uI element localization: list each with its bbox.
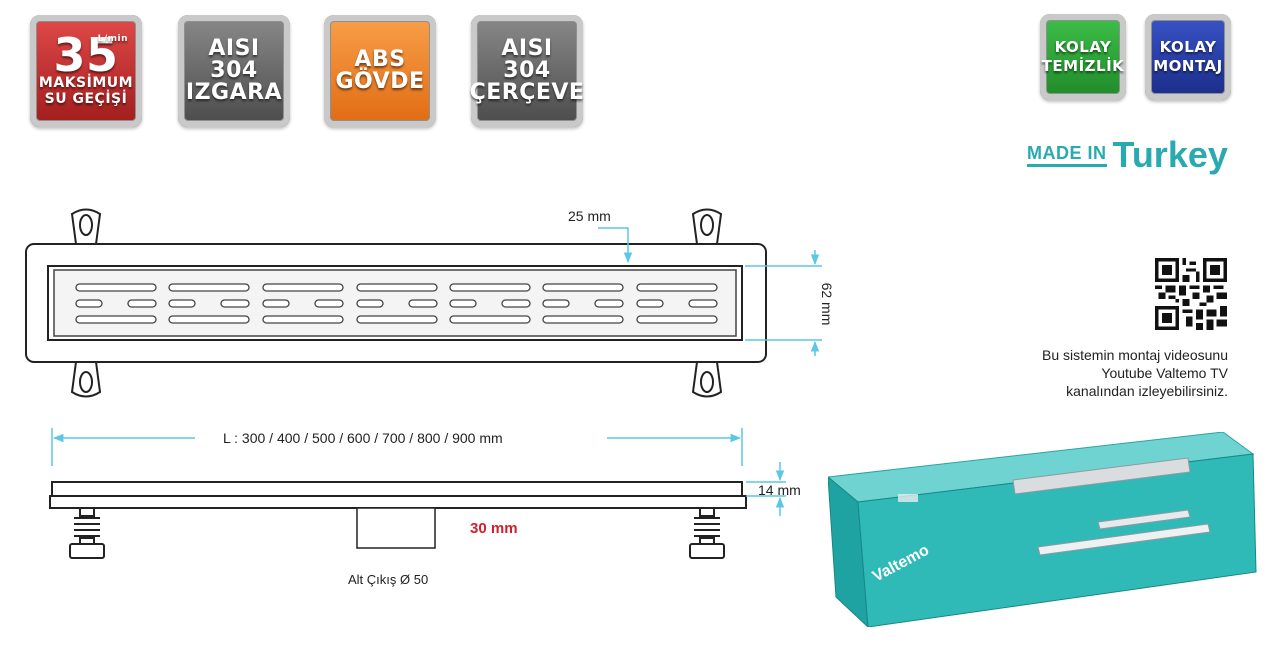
dim-14mm-label: 14 mm	[758, 482, 801, 498]
drain-top-view	[25, 243, 767, 363]
mounting-tab-bottom-right	[691, 361, 723, 398]
dim-14mm	[746, 462, 786, 516]
product-package: Valtemo	[828, 432, 1257, 627]
body-line2: GÖVDE	[335, 69, 425, 94]
max-flow-badge: 35 L/min MAKSİMUM SU GEÇİŞİ	[30, 15, 142, 127]
mounting-tab-bottom-left	[70, 361, 102, 398]
height-adjust-foot-left	[69, 507, 105, 559]
dim-62mm	[745, 250, 822, 356]
dim-25mm: 25 mm	[568, 208, 633, 264]
dim-30mm-label: 30 mm	[470, 520, 518, 537]
frame-line1: AISI	[501, 36, 553, 61]
mounting-tab-top-left	[70, 208, 102, 245]
body-line1: ABS	[354, 47, 406, 72]
clean-line2: TEMİZLİK	[1041, 57, 1125, 75]
flow-line1: MAKSİMUM	[38, 75, 134, 91]
flow-unit: L/min	[97, 34, 128, 44]
made-in-country: Turkey	[1112, 134, 1228, 175]
grate-line1: AISI	[208, 36, 260, 61]
qr-info-text: Bu sistemin montaj videosunu Youtube Val…	[960, 346, 1228, 400]
qr-info-line2: Youtube Valtemo TV	[1101, 365, 1228, 381]
grate-line2: 304	[210, 58, 258, 83]
easy-clean-badge: KOLAY TEMİZLİK	[1040, 14, 1126, 100]
mounting-tab-top-right	[691, 208, 723, 245]
dim-length-label: L : 300 / 400 / 500 / 600 / 700 / 800 / …	[223, 430, 503, 446]
mount-line1: KOLAY	[1159, 38, 1217, 56]
grate-line3: IZGARA	[185, 80, 283, 105]
frame-line3: ÇERÇEVE	[469, 80, 585, 105]
outlet-label: Alt Çıkış Ø 50	[348, 572, 428, 587]
qr-info-line3: kanalından izleyebilirsiniz.	[1066, 383, 1228, 399]
drain-side-view	[49, 481, 747, 549]
mount-line2: MONTAJ	[1153, 57, 1223, 75]
dim-length	[51, 428, 743, 466]
abs-body-badge: ABS GÖVDE	[324, 15, 436, 127]
aisi-grate-badge: AISI 304 IZGARA	[178, 15, 290, 127]
easy-mount-badge: KOLAY MONTAJ	[1145, 14, 1231, 100]
made-in-prefix: MADE IN	[1027, 143, 1107, 167]
frame-line2: 304	[503, 58, 551, 83]
height-adjust-foot-right	[689, 507, 725, 559]
clean-line1: KOLAY	[1054, 38, 1112, 56]
aisi-frame-badge: AISI 304 ÇERÇEVE	[469, 15, 585, 127]
flow-number: 35	[53, 28, 119, 82]
qr-info-line1: Bu sistemin montaj videosunu	[1042, 347, 1228, 363]
dim-62mm-label: 62 mm	[819, 283, 835, 326]
dim-25mm-label: 25 mm	[568, 208, 611, 224]
qr-code-icon[interactable]	[1155, 258, 1227, 330]
flow-line2: SU GEÇİŞİ	[44, 91, 128, 107]
made-in-logo: MADE IN Turkey	[1027, 133, 1228, 177]
